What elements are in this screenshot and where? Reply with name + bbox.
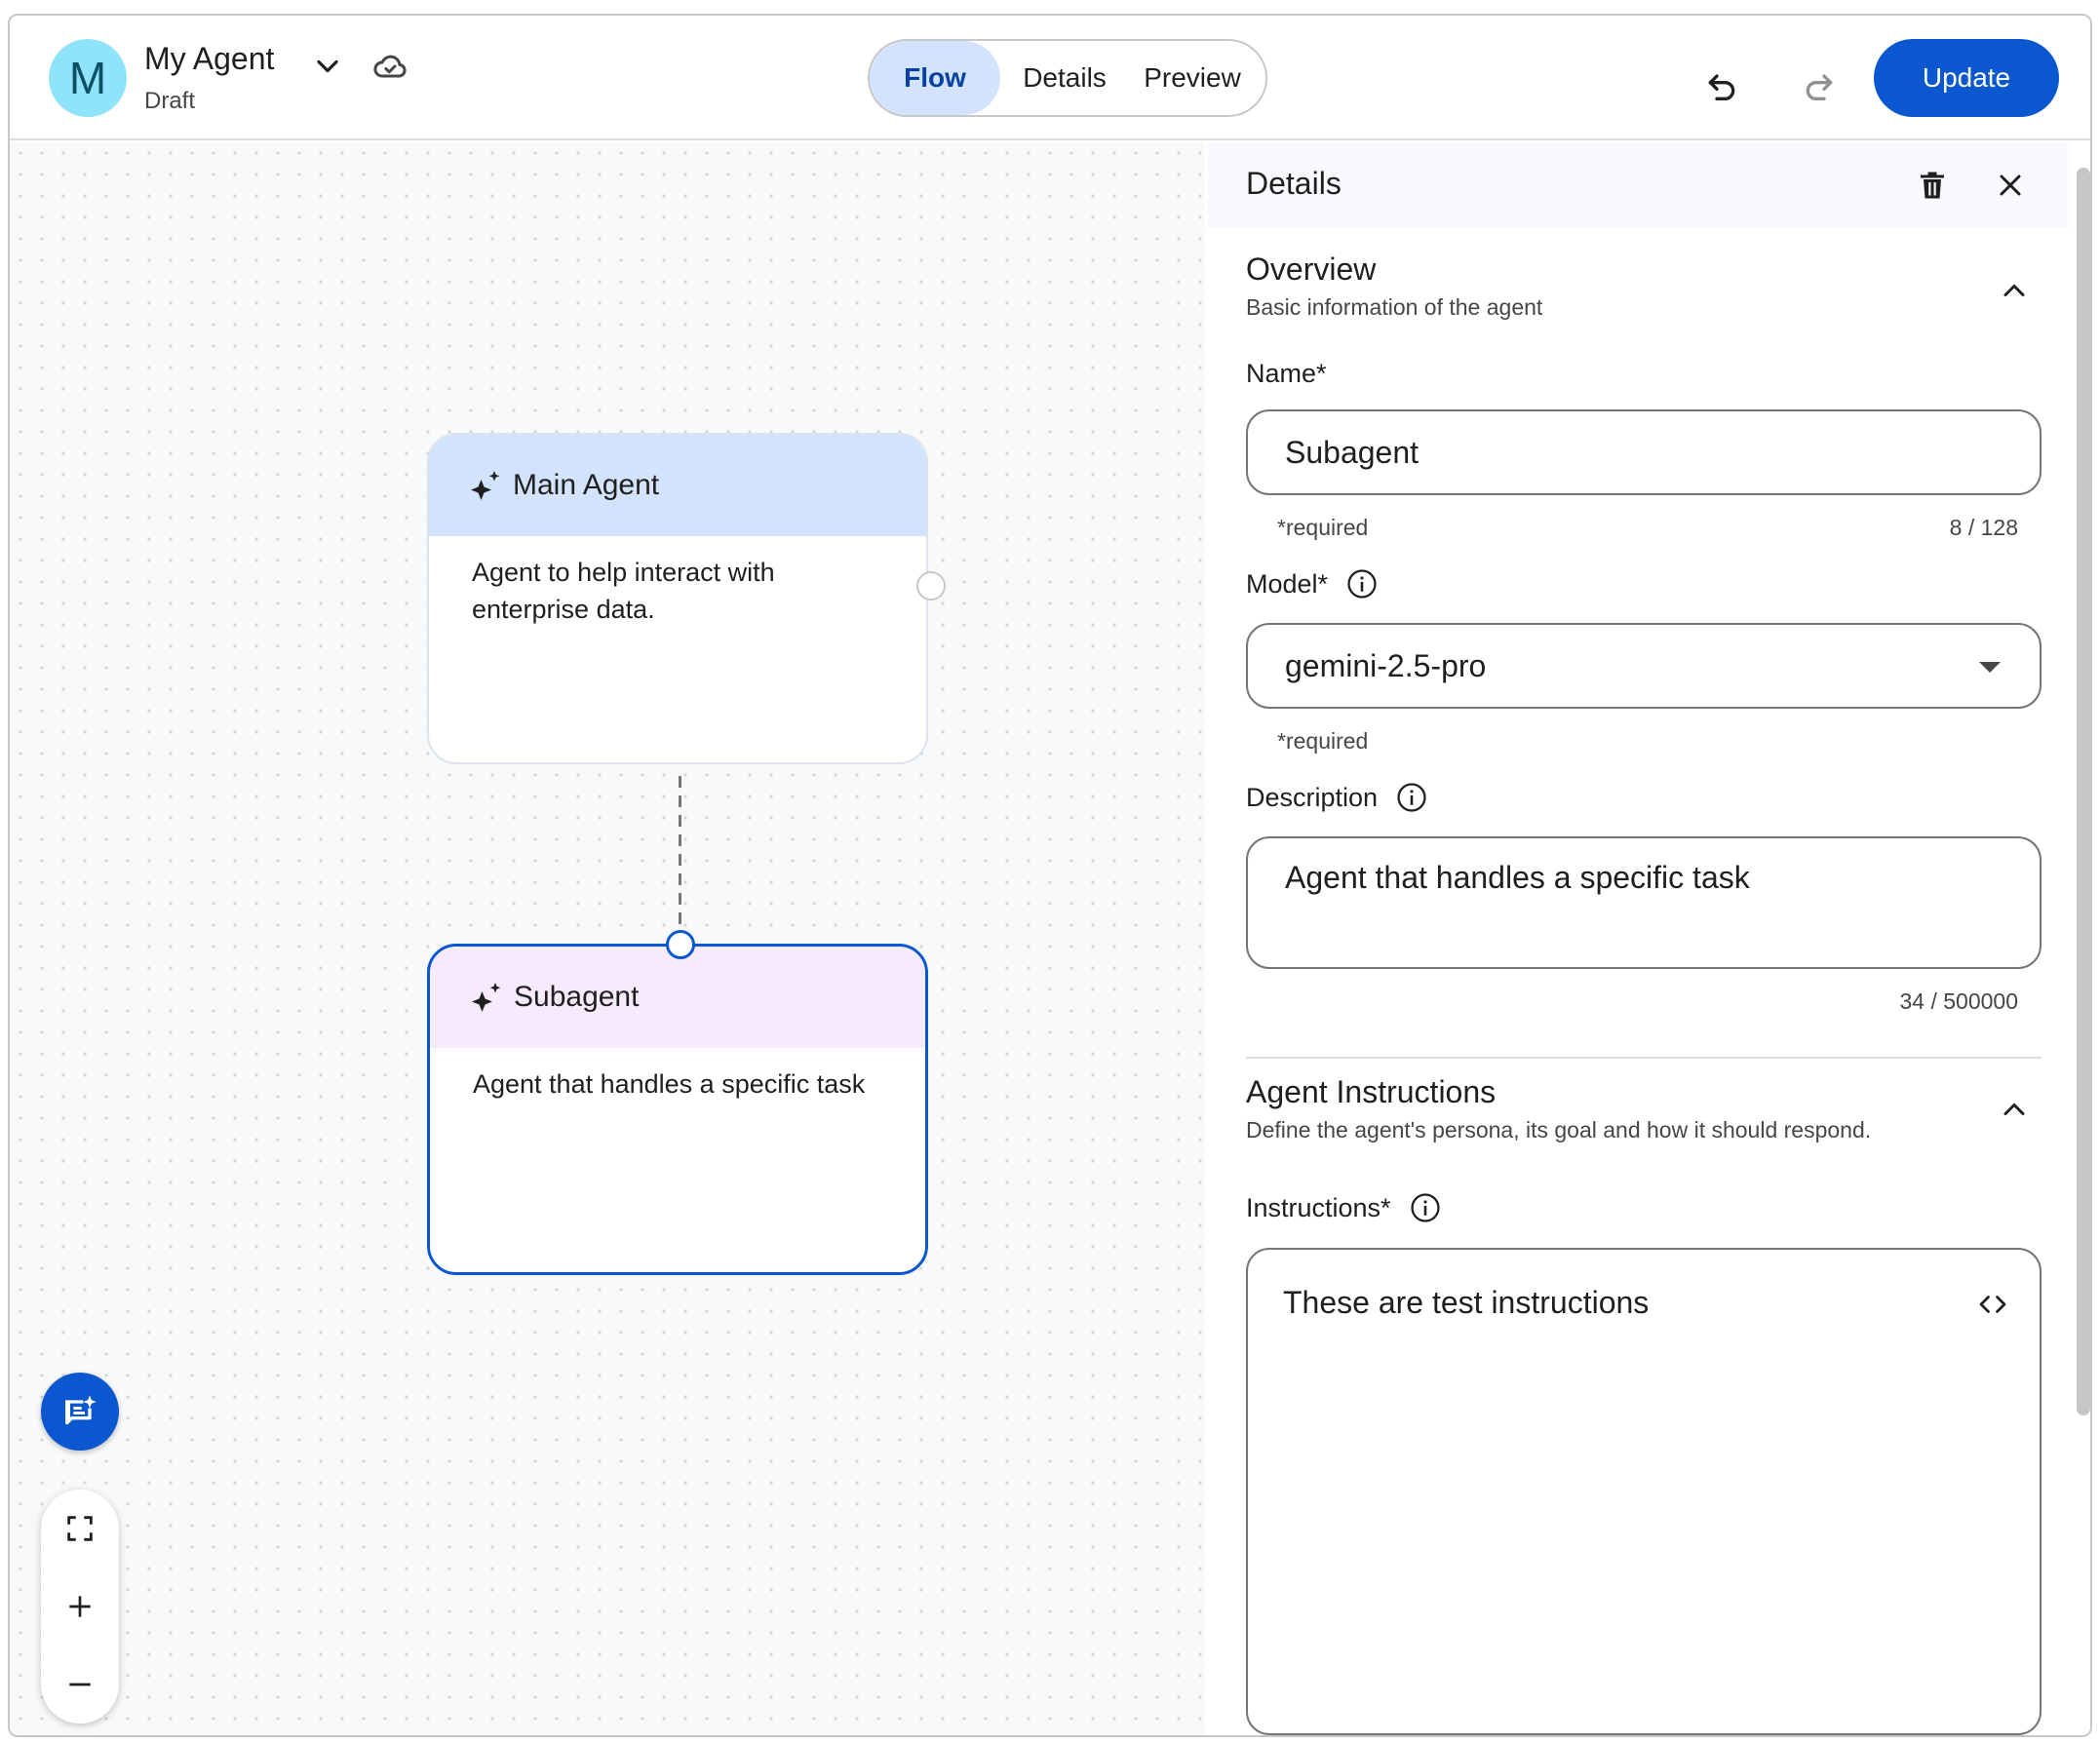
cloud-saved-icon <box>373 55 407 78</box>
node-title: Main Agent <box>513 469 660 501</box>
node-connector <box>679 776 681 944</box>
details-title: Details <box>1246 166 1342 201</box>
sparkle-icon <box>471 471 500 500</box>
flow-canvas[interactable]: Main Agent Agent to help interact with e… <box>10 142 1205 1735</box>
ai-chat-button[interactable] <box>41 1373 119 1451</box>
info-icon[interactable] <box>1345 567 1379 600</box>
description-char-count: 34 / 500000 <box>1899 988 2018 1014</box>
model-required-hint: *required <box>1277 728 1369 754</box>
tab-details[interactable]: Details <box>1023 62 1107 93</box>
instructions-label: Instructions* <box>1246 1191 1442 1224</box>
code-icon[interactable] <box>1975 1287 2010 1322</box>
avatar[interactable]: M <box>49 39 127 117</box>
info-icon[interactable] <box>1409 1191 1442 1224</box>
close-icon[interactable] <box>1993 168 2028 203</box>
app-window: M My Agent Draft Flow Details Preview Up… <box>8 14 2092 1737</box>
node-header: Main Agent <box>429 435 926 536</box>
name-required-hint: *required <box>1277 515 1369 540</box>
instructions-section-title: Agent Instructions <box>1246 1074 1497 1109</box>
zoom-out-button[interactable] <box>41 1646 119 1724</box>
tab-preview[interactable]: Preview <box>1144 62 1241 93</box>
scrollbar-thumb[interactable] <box>2077 168 2090 1415</box>
input-port[interactable] <box>666 930 695 959</box>
node-header: Subagent <box>430 947 925 1048</box>
agent-name: My Agent <box>144 41 275 76</box>
info-icon[interactable] <box>1395 781 1428 814</box>
section-divider <box>1246 1057 2042 1059</box>
node-title: Subagent <box>514 981 640 1013</box>
plus-icon <box>69 1596 91 1617</box>
instructions-text: These are test instructions <box>1283 1285 1650 1320</box>
instructions-section-subtitle: Define the agent's persona, its goal and… <box>1246 1117 1872 1143</box>
model-label: Model* <box>1246 567 1379 600</box>
name-label: Name* <box>1246 359 1327 388</box>
name-input[interactable] <box>1246 409 2042 495</box>
undo-icon[interactable] <box>1702 66 1741 105</box>
model-select[interactable]: gemini-2.5-pro <box>1246 623 2042 709</box>
redo-icon[interactable] <box>1800 66 1839 105</box>
description-textarea[interactable]: Agent that handles a specific task <box>1246 836 2042 969</box>
instructions-editor[interactable]: These are test instructions <box>1246 1248 2042 1735</box>
details-header: Details <box>1207 142 2071 228</box>
details-scrollbar[interactable] <box>2073 142 2090 1735</box>
node-main-agent[interactable]: Main Agent Agent to help interact with e… <box>427 433 928 764</box>
node-subagent[interactable]: Subagent Agent that handles a specific t… <box>427 944 928 1275</box>
overview-subtitle: Basic information of the agent <box>1246 294 1543 320</box>
top-bar: M My Agent Draft Flow Details Preview Up… <box>10 16 2090 140</box>
node-description: Agent to help interact with enterprise d… <box>472 558 775 624</box>
overview-title: Overview <box>1246 252 1377 287</box>
zoom-controls <box>41 1490 119 1724</box>
sparkle-icon <box>472 983 501 1012</box>
output-port[interactable] <box>916 571 946 600</box>
minus-icon <box>69 1683 91 1686</box>
chevron-up-icon[interactable] <box>1997 273 2032 308</box>
name-char-count: 8 / 128 <box>1949 515 2018 540</box>
dropdown-arrow-icon <box>1979 662 2001 673</box>
tab-flow[interactable]: Flow <box>870 41 1000 115</box>
zoom-in-button[interactable] <box>41 1568 119 1646</box>
fullscreen-icon <box>67 1516 93 1541</box>
model-selected-value: gemini-2.5-pro <box>1285 647 1487 683</box>
fit-view-button[interactable] <box>41 1490 119 1568</box>
details-panel: Details Overview Basic information of th… <box>1207 142 2071 1735</box>
agent-status: Draft <box>144 88 196 114</box>
chevron-up-icon[interactable] <box>1997 1092 2032 1127</box>
update-button[interactable]: Update <box>1874 39 2059 117</box>
description-label: Description <box>1246 781 1428 814</box>
node-description: Agent that handles a specific task <box>473 1069 866 1099</box>
chevron-down-icon[interactable] <box>310 49 345 84</box>
chat-sparkle-icon <box>65 1395 97 1425</box>
view-switcher: Flow Details Preview <box>868 39 1267 117</box>
trash-icon[interactable] <box>1915 168 1950 203</box>
